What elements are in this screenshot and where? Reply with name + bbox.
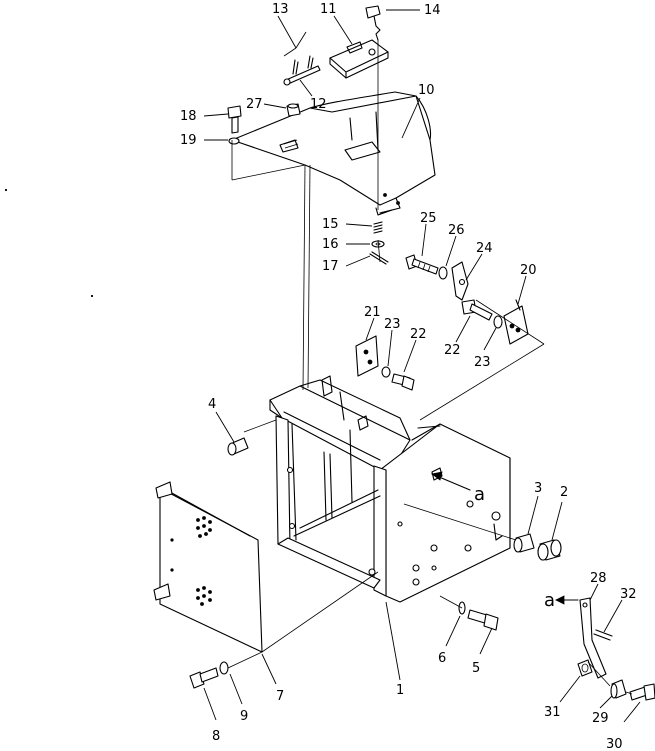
bolt-22-middle: [391, 373, 415, 391]
nut-27: [286, 103, 301, 117]
bushing-3: [513, 533, 535, 553]
washer-16: [371, 240, 385, 248]
washer-26: [438, 266, 448, 280]
callout-19: 19: [180, 133, 197, 148]
spring-15: [373, 221, 383, 234]
vent-holes-lower: [196, 586, 212, 606]
scan-specks: [4, 188, 94, 298]
callout-28: 28: [590, 571, 607, 586]
washer-9: [219, 661, 229, 675]
callout-30: 30: [606, 737, 623, 751]
callout-2: 2: [560, 485, 568, 500]
callout-16: 16: [322, 237, 339, 252]
bushing-29: [610, 679, 627, 699]
callout-4: 4: [208, 397, 216, 412]
callout-13: 13: [272, 2, 289, 17]
bolt-22-right: [461, 299, 493, 321]
callout-26: 26: [448, 223, 465, 238]
bracket-21: [355, 335, 379, 377]
callout-3: 3: [534, 481, 542, 496]
panel-part: [153, 481, 263, 653]
fitting-4: [227, 437, 249, 456]
view-arrow-main: [431, 471, 471, 491]
bolt-5: [467, 609, 499, 631]
bolt-25: [405, 254, 439, 275]
bolt-8: [189, 667, 219, 689]
view-letters: a a: [474, 484, 555, 611]
bracket-20: [503, 299, 529, 345]
view-mark-main: a: [474, 484, 485, 505]
bolt-18: [227, 105, 242, 134]
pin-part: [283, 55, 321, 86]
link-28: [579, 597, 607, 679]
bushing-2: [537, 539, 562, 561]
callout-labels: 1 2 3 4 5 6 7 8 9 10 11 12 13 14 15 16 1…: [180, 2, 637, 751]
cover-part: [231, 91, 436, 216]
callout-27: 27: [246, 97, 263, 112]
callout-12: 12: [310, 97, 327, 112]
frame-part: [269, 375, 511, 603]
callout-8: 8: [212, 729, 220, 744]
callout-9: 9: [240, 709, 248, 724]
callout-22-middle: 22: [410, 327, 427, 342]
bracket-24: [451, 261, 469, 301]
latch-part: [329, 39, 389, 79]
pin-17: [369, 251, 389, 265]
callout-22-right: 22: [444, 343, 461, 358]
callout-15: 15: [322, 217, 339, 232]
callout-24: 24: [476, 241, 493, 256]
callout-18: 18: [180, 109, 197, 124]
callout-23-right: 23: [474, 355, 491, 370]
callout-20: 20: [520, 263, 537, 278]
view-mark-detail: a: [544, 590, 555, 611]
callout-7: 7: [276, 689, 284, 704]
callout-23-middle: 23: [384, 317, 401, 332]
washer-23-right: [493, 315, 503, 329]
callout-11: 11: [320, 2, 337, 17]
callout-25: 25: [420, 211, 437, 226]
key-part: [365, 5, 381, 41]
callout-29: 29: [592, 711, 609, 726]
callout-5: 5: [472, 661, 480, 676]
assembly-lines: [227, 40, 633, 695]
washer-23-middle: [381, 366, 391, 378]
bolt-30: [629, 683, 655, 701]
pin-32: [593, 629, 613, 641]
callout-1: 1: [396, 683, 404, 698]
vent-holes-upper: [196, 516, 212, 538]
callout-17: 17: [322, 259, 339, 274]
callout-14: 14: [424, 3, 441, 18]
leader-lines: [203, 9, 641, 723]
callout-10: 10: [418, 83, 435, 98]
nut-31: [577, 659, 593, 677]
callout-6: 6: [438, 651, 446, 666]
view-arrow-detail: [555, 595, 579, 605]
callout-31: 31: [544, 705, 561, 720]
callout-32: 32: [620, 587, 637, 602]
washer-19: [228, 137, 240, 145]
callout-21: 21: [364, 305, 381, 320]
